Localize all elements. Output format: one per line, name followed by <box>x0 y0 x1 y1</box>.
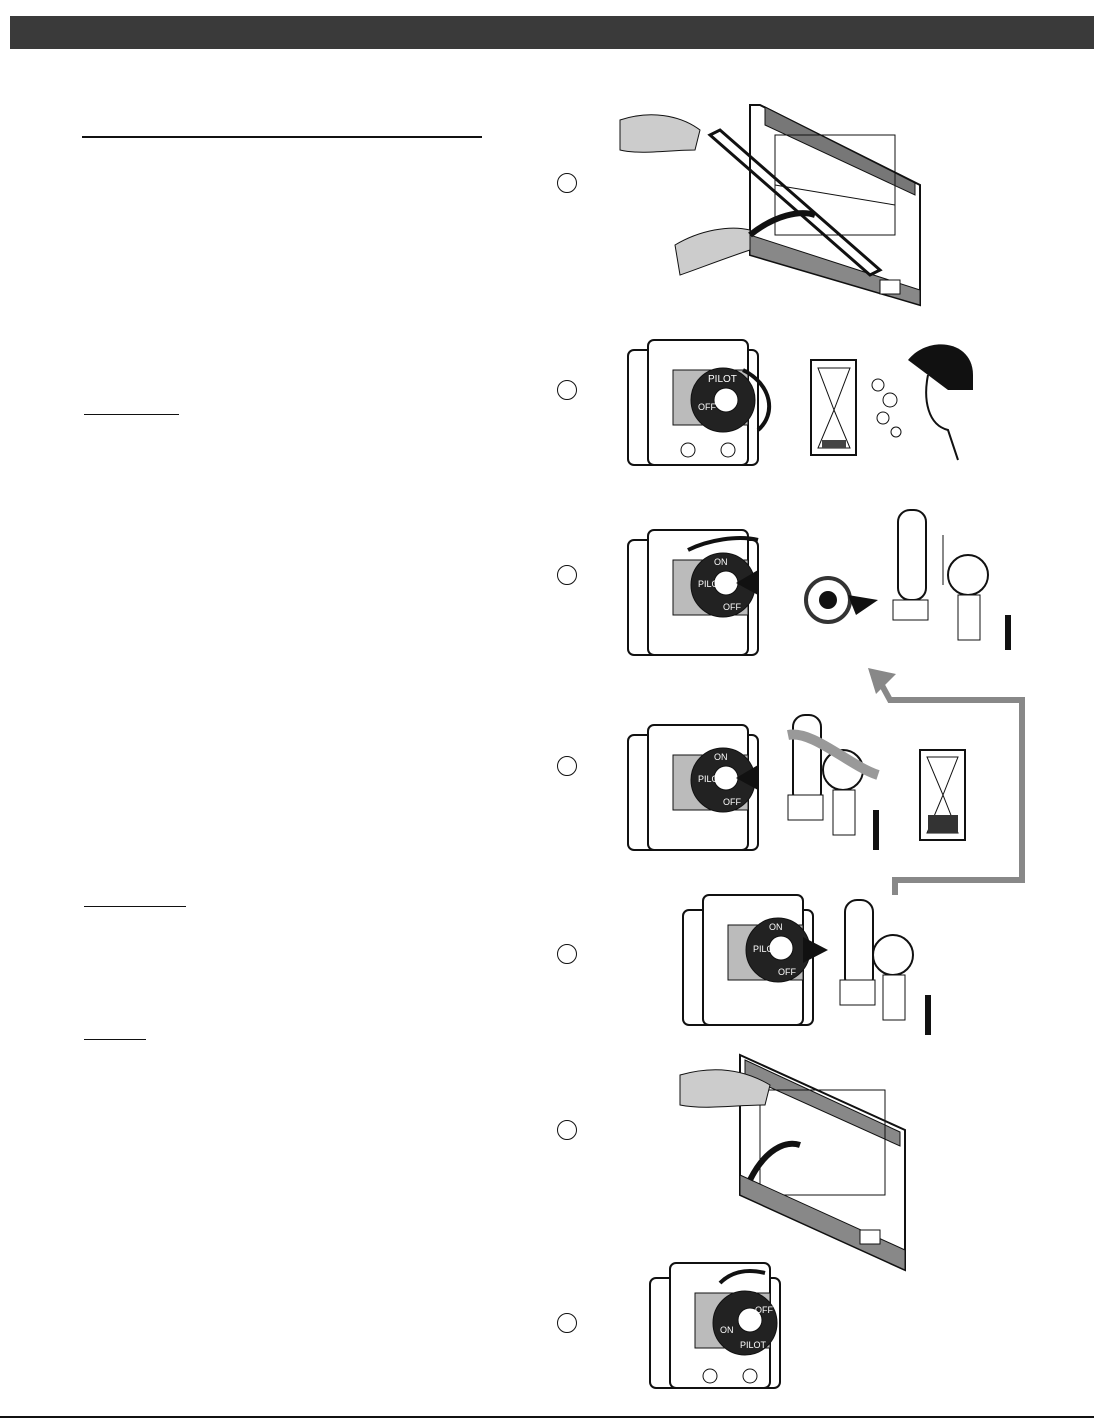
illustration-remove-glass <box>600 95 940 310</box>
subheading-underline <box>84 414 179 415</box>
header-bar <box>10 16 1094 49</box>
illustration-replace-glass <box>675 1050 915 1275</box>
step-marker <box>557 565 577 585</box>
svg-text:ON: ON <box>720 1325 734 1335</box>
svg-text:OFF: OFF <box>755 1305 773 1315</box>
illustration-knob-on: OFF PILOT ON <box>650 1258 790 1393</box>
svg-text:OFF: OFF <box>723 602 741 612</box>
svg-text:PILOT: PILOT <box>740 1340 767 1350</box>
illustration-knob-pilot-ignite: ON PILOT OFF <box>628 505 1028 660</box>
step-marker <box>557 756 577 776</box>
svg-text:ON: ON <box>714 752 728 762</box>
svg-text:PILOT: PILOT <box>698 579 725 589</box>
footer-rule <box>0 1416 1094 1418</box>
step-marker <box>557 1313 577 1333</box>
subheading-underline <box>84 906 186 907</box>
svg-text:OFF: OFF <box>778 967 796 977</box>
svg-text:ON: ON <box>769 922 783 932</box>
illustration-knob-off: PILOT OFF <box>628 330 998 470</box>
step-marker <box>557 380 577 400</box>
subheading-underline <box>84 1039 146 1040</box>
step-marker <box>557 173 577 193</box>
step-marker <box>557 944 577 964</box>
svg-text:PILOT: PILOT <box>753 944 780 954</box>
section-title-underline <box>82 136 482 138</box>
svg-text:OFF: OFF <box>723 797 741 807</box>
step-marker <box>557 1120 577 1140</box>
illustration-knob-release: ON PILOT OFF <box>683 885 953 1045</box>
svg-text:PILOT: PILOT <box>708 374 737 385</box>
svg-text:OFF: OFF <box>698 402 716 412</box>
svg-text:PILOT: PILOT <box>698 774 725 784</box>
illustration-knob-hold: ON PILOT OFF <box>628 705 978 855</box>
svg-text:ON: ON <box>714 557 728 567</box>
